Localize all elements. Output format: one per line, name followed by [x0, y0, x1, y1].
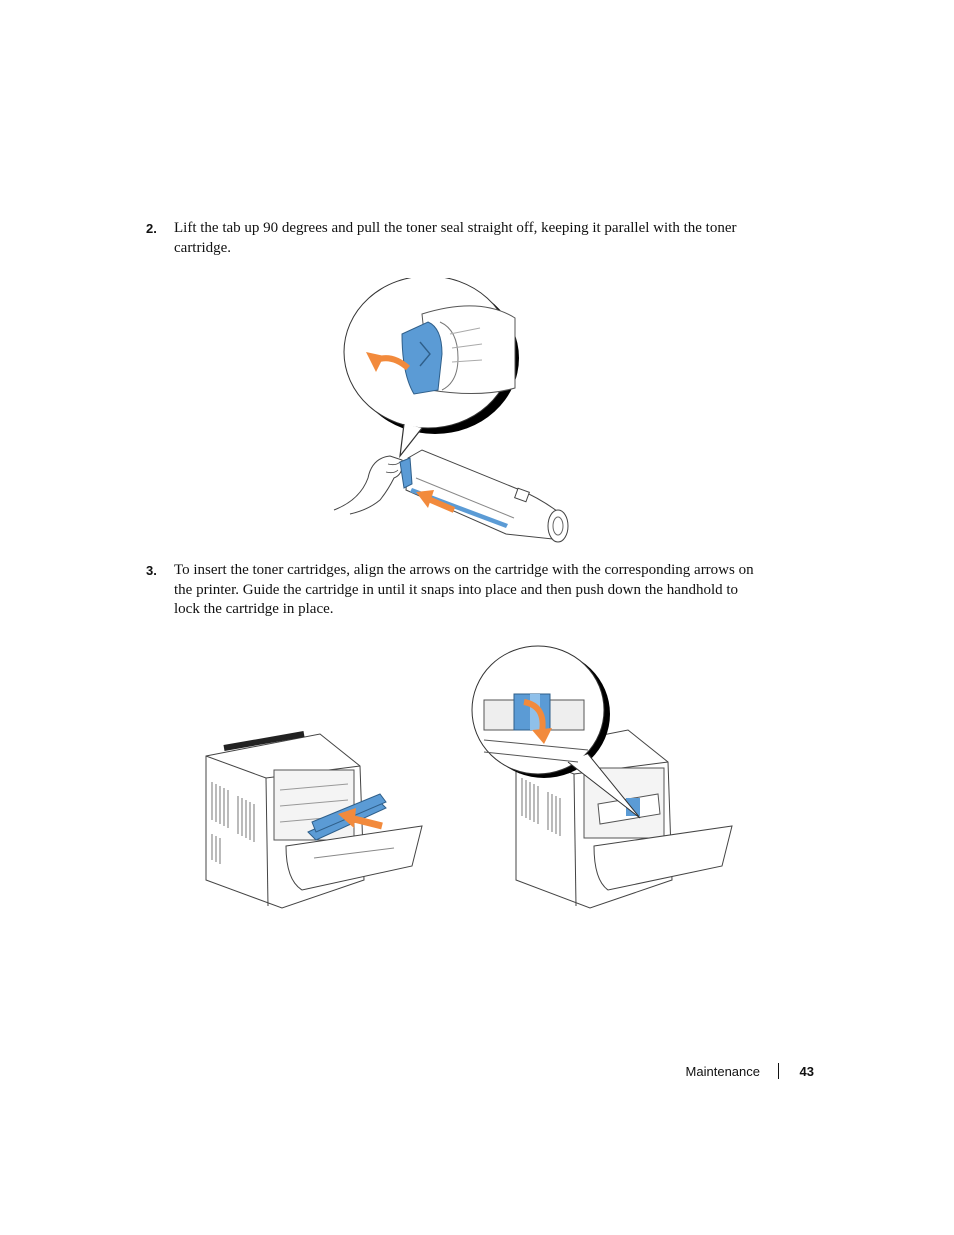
step-2: 2. Lift the tab up 90 degrees and pull t…: [146, 219, 766, 258]
footer-divider: [778, 1063, 779, 1079]
page-footer: Maintenance 43: [600, 1063, 814, 1083]
step-text: To insert the toner cartridges, align th…: [174, 562, 754, 617]
step-3: 3. To insert the toner cartridges, align…: [146, 561, 766, 620]
step-number: 2.: [146, 221, 157, 236]
printer-lock-cartridge-illustration: [471, 645, 733, 909]
footer-section-title: Maintenance: [685, 1064, 760, 1079]
step-text: Lift the tab up 90 degrees and pull the …: [174, 220, 737, 256]
page-number: 43: [799, 1064, 814, 1079]
step-number: 3.: [146, 563, 157, 578]
toner-seal-removal-illustration: [333, 278, 569, 543]
printer-insert-cartridge-illustration: [205, 731, 423, 909]
